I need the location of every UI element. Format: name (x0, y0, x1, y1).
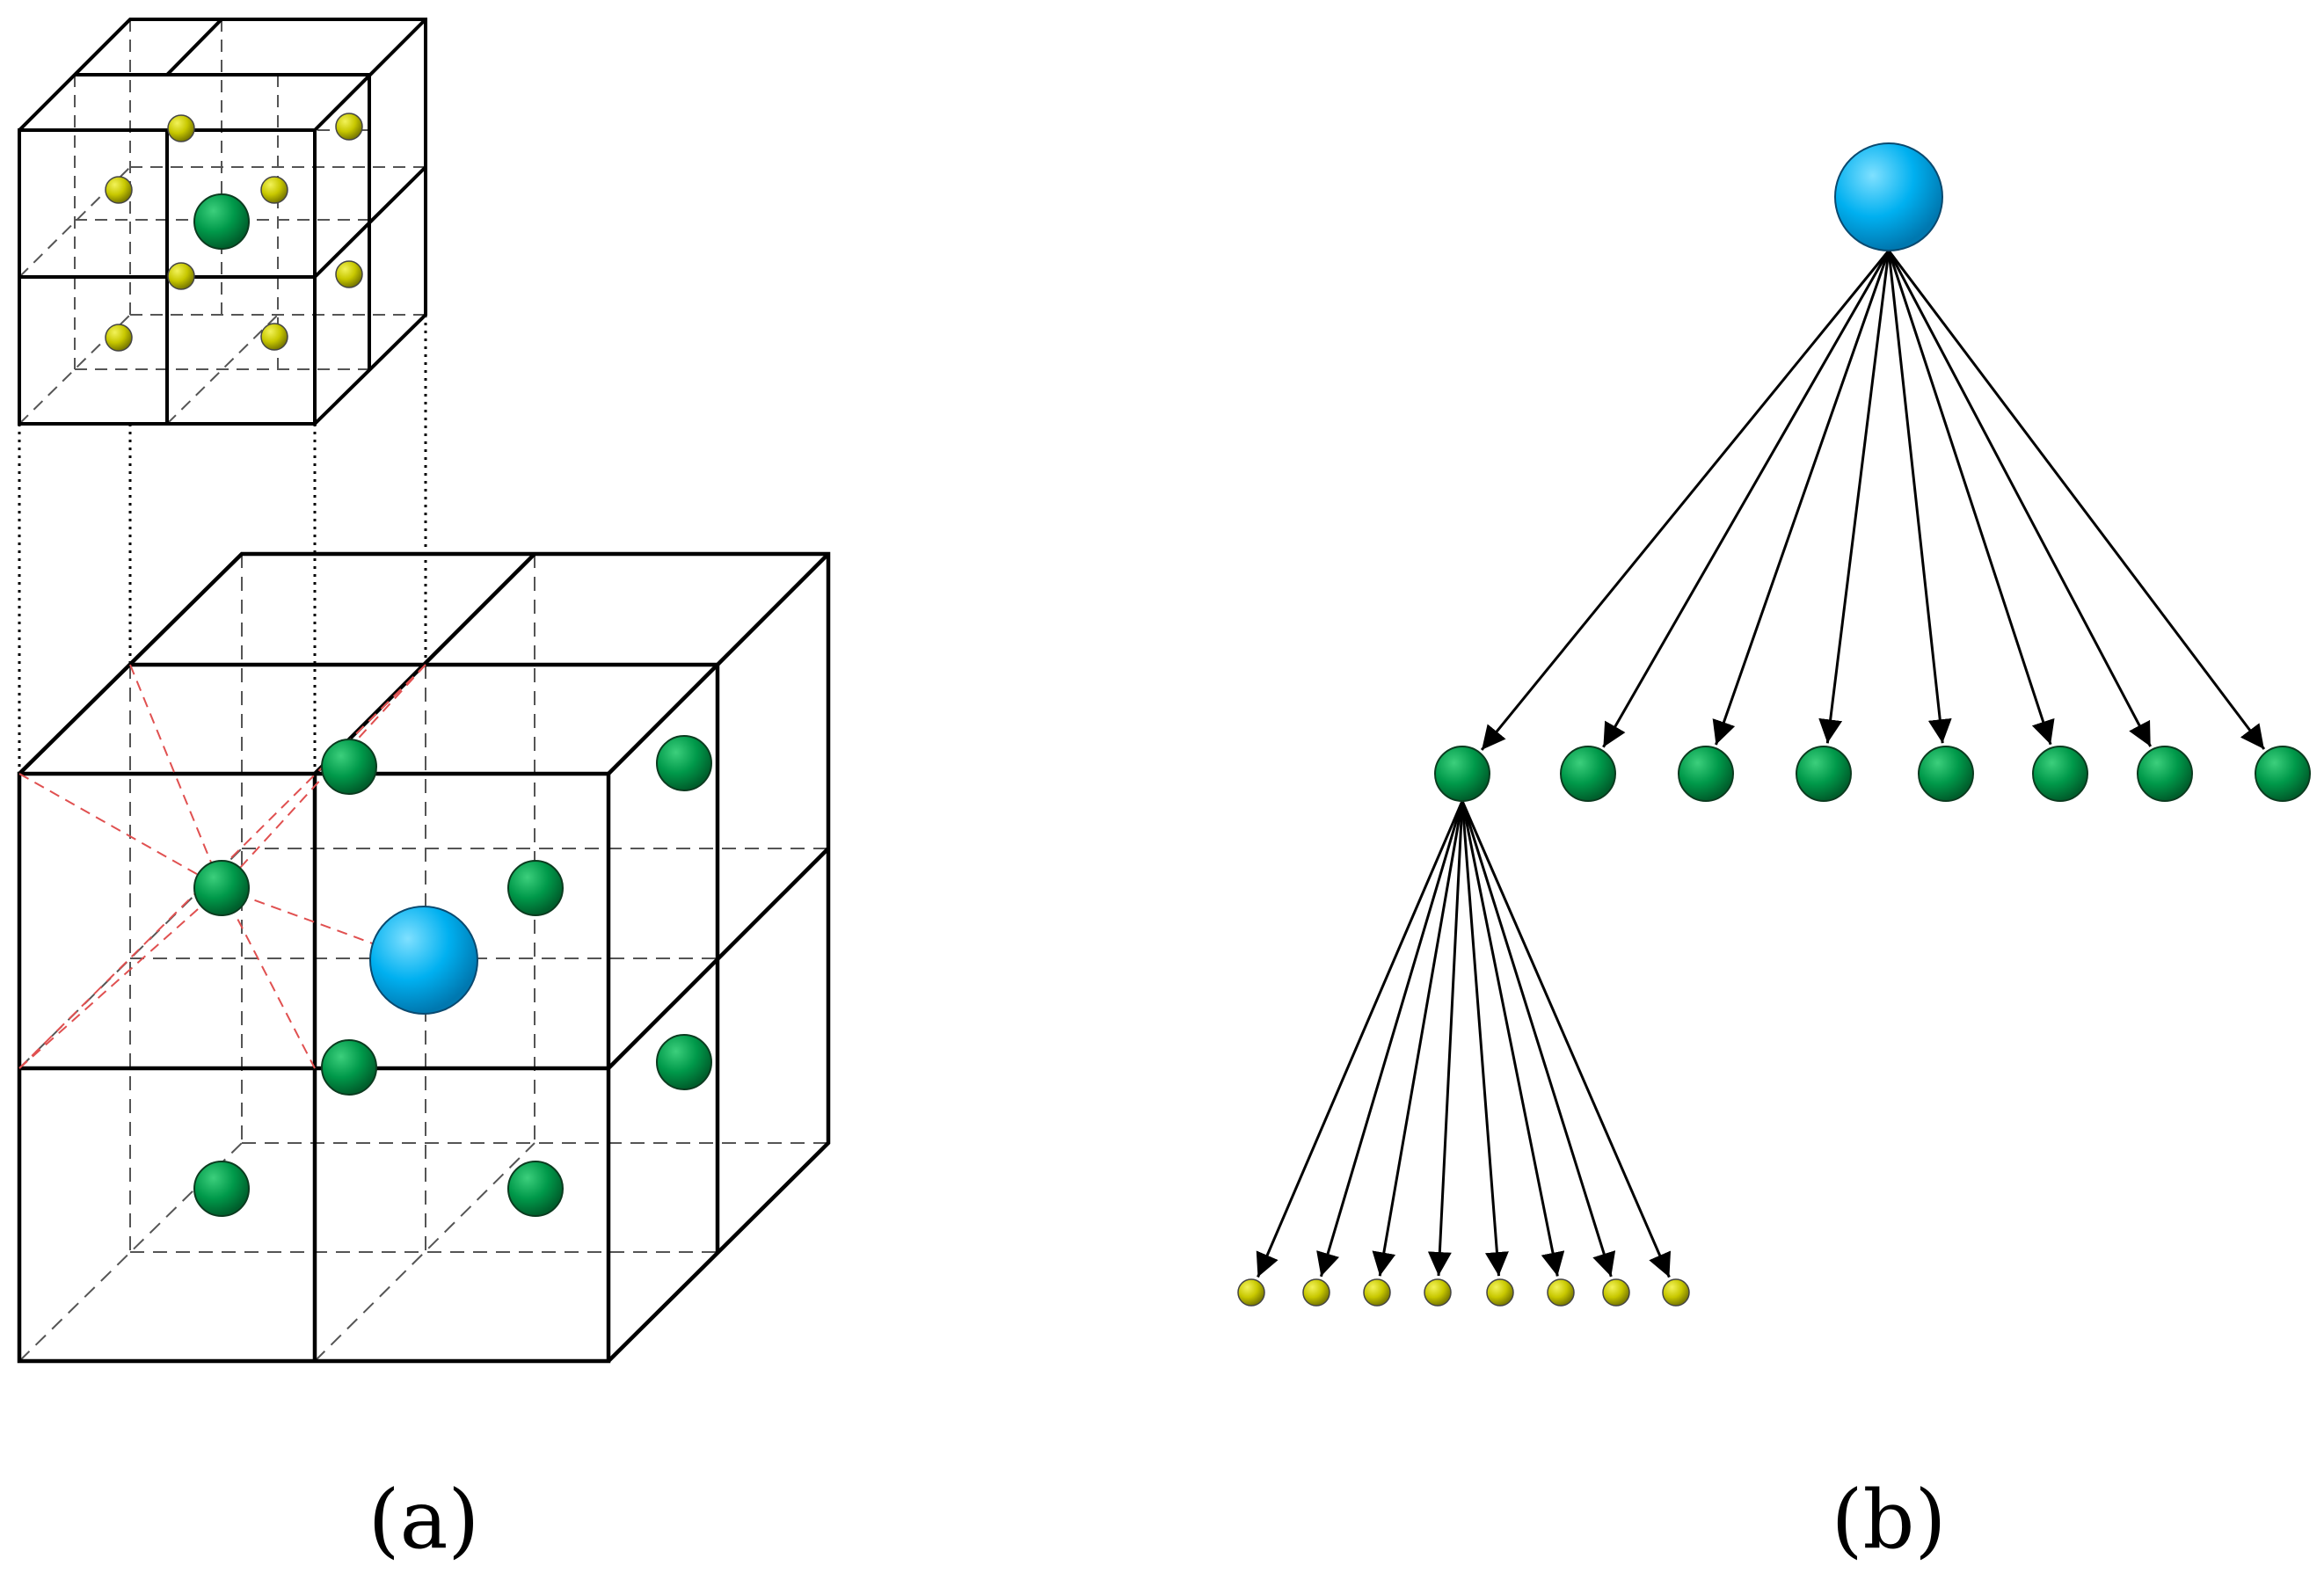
tree-edge-arrow (1887, 250, 1952, 744)
tree-edge-arrow (1712, 250, 1891, 746)
tree-edge-arrow (1461, 800, 1509, 1277)
small-cube (18, 18, 427, 426)
yellow-particle (167, 114, 195, 142)
tree-grandchild-node (1547, 1278, 1575, 1307)
tree-child-node (1796, 746, 1852, 802)
large-cube (17, 551, 831, 1364)
yellow-particle (167, 262, 195, 290)
tree-edge-arrow (1256, 800, 1464, 1278)
tree-child-node (1434, 746, 1490, 802)
tree-grandchild-node (1302, 1278, 1330, 1307)
yellow-particle (335, 260, 363, 288)
green-particle (507, 1161, 564, 1217)
tree-root-node (1834, 142, 1943, 251)
yellow-particle (335, 113, 363, 141)
tree-edge-arrow (1461, 800, 1672, 1278)
tree-level1-nodes (1434, 746, 2311, 802)
tree-edge-arrow (1602, 250, 1891, 748)
tree-edge-arrow (1461, 800, 1565, 1277)
green-particle (321, 1039, 377, 1096)
green-particle (193, 860, 250, 916)
yellow-particle (105, 176, 133, 204)
caption-a: (a) (368, 1473, 480, 1567)
tree-edge-arrow (1887, 250, 2153, 747)
tree-edge-arrow (1480, 250, 1891, 751)
panel-b: (b) (1237, 142, 2311, 1567)
tree-edges-level1 (1480, 250, 2266, 751)
tree-edge-arrow (1372, 800, 1464, 1277)
tree-edge-arrow (1818, 250, 1891, 744)
tree-edge-arrow (1887, 250, 2055, 746)
tree-grandchild-node (1486, 1278, 1514, 1307)
tree-grandchild-node (1237, 1278, 1265, 1307)
small-cube-visible-edges (18, 18, 427, 426)
small-cube-yellow-particles (105, 113, 363, 352)
green-particle (656, 1034, 712, 1090)
tree-child-node (2137, 746, 2193, 802)
tree-edge-arrow (1427, 800, 1464, 1277)
tree-edge-arrow (1887, 250, 2266, 750)
projection-lines (18, 315, 427, 774)
tree-edges-level2 (1256, 800, 1672, 1278)
tree-grandchild-node (1602, 1278, 1630, 1307)
tree-child-node (1560, 746, 1616, 802)
large-cube-green-particles (193, 735, 712, 1217)
caption-b: (b) (1832, 1473, 1947, 1567)
green-particle (193, 1161, 250, 1217)
tree-edge-arrow (1461, 800, 1616, 1278)
green-particle (321, 739, 377, 795)
tree-child-node (1678, 746, 1734, 802)
tree-level2-nodes (1237, 1278, 1690, 1307)
green-particle (507, 860, 564, 916)
tree-child-node (2032, 746, 2088, 802)
panel-a: (a) (17, 18, 831, 1567)
tree-child-node (2255, 746, 2311, 802)
tree-child-node (1918, 746, 1974, 802)
yellow-particle (105, 324, 133, 352)
yellow-particle (260, 323, 288, 351)
tree-grandchild-node (1662, 1278, 1690, 1307)
yellow-particle (260, 176, 288, 204)
green-particle (656, 735, 712, 791)
green-particle-center (193, 193, 250, 250)
tree-edge-arrow (1316, 800, 1464, 1278)
tree-grandchild-node (1363, 1278, 1391, 1307)
tree-grandchild-node (1424, 1278, 1452, 1307)
blue-particle-center (369, 906, 478, 1015)
